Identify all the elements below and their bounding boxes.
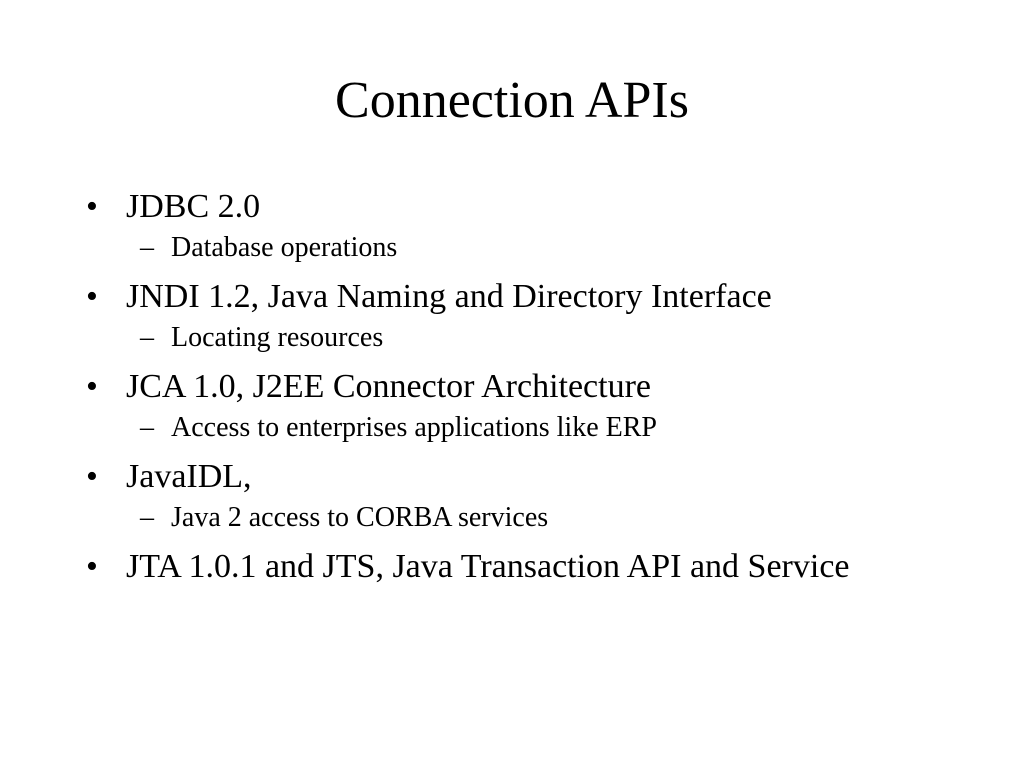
bullet-text: JavaIDL, — [126, 458, 252, 495]
bullet-marker: • — [86, 458, 98, 495]
bullet-marker: • — [86, 188, 98, 225]
sub-list: – Access to enterprises applications lik… — [126, 410, 886, 446]
sub-item-text: Access to enterprises applications like … — [171, 412, 657, 443]
sub-item-text: Java 2 access to CORBA services — [171, 502, 549, 533]
bullet-marker: • — [86, 278, 98, 315]
bullet-text: JTA 1.0.1 and JTS, Java Transaction API … — [126, 548, 850, 585]
bullet-item-jta: • JTA 1.0.1 and JTS, Java Transaction AP… — [86, 546, 886, 588]
sub-item: – Java 2 access to CORBA services — [126, 500, 886, 536]
slide-title: Connection APIs — [335, 72, 689, 129]
sub-bullet-marker: – — [140, 502, 154, 533]
sub-item: – Access to enterprises applications lik… — [126, 410, 886, 446]
bullet-marker: • — [86, 368, 98, 405]
sub-bullet-marker: – — [140, 232, 154, 263]
sub-item: – Database operations — [126, 230, 886, 266]
sub-list: – Java 2 access to CORBA services — [126, 500, 886, 536]
sub-item: – Locating resources — [126, 320, 886, 356]
sub-item-text: Locating resources — [171, 322, 384, 353]
sub-bullet-marker: – — [140, 412, 154, 443]
bullet-item-javaidl: • JavaIDL, – Java 2 access to CORBA serv… — [86, 456, 886, 536]
bullet-text: JDBC 2.0 — [126, 188, 261, 225]
sub-bullet-marker: – — [140, 322, 154, 353]
bullet-item-jdbc: • JDBC 2.0 – Database operations — [86, 186, 886, 266]
sub-list: – Database operations — [126, 230, 886, 266]
sub-item-text: Database operations — [171, 232, 398, 263]
bullet-text: JNDI 1.2, Java Naming and Directory Inte… — [126, 278, 772, 315]
bullet-item-jca: • JCA 1.0, J2EE Connector Architecture –… — [86, 366, 886, 446]
sub-list: – Locating resources — [126, 320, 886, 356]
bullet-marker: • — [86, 548, 98, 585]
bullet-text: JCA 1.0, J2EE Connector Architecture — [126, 368, 652, 405]
bullet-item-jndi: • JNDI 1.2, Java Naming and Directory In… — [86, 276, 886, 356]
bullet-list: • JDBC 2.0 – Database operations • JNDI … — [86, 186, 886, 598]
